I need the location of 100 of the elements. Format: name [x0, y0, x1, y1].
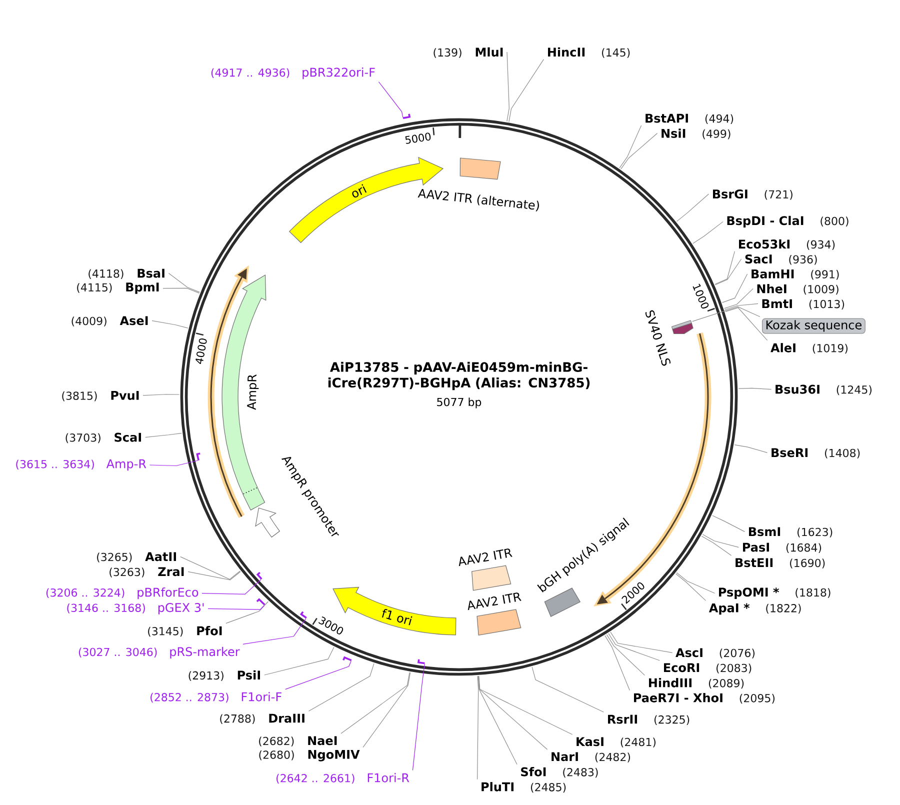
cut-position: (2913)	[188, 671, 224, 681]
primer-mark	[402, 114, 410, 119]
leader-line	[676, 572, 715, 594]
enzyme-name: ZraI	[158, 567, 184, 576]
cut-position: (934)	[806, 240, 835, 250]
primer-mark	[342, 656, 352, 662]
cut-position: (3145)	[148, 626, 183, 637]
enzyme-name: BstEII	[736, 558, 773, 568]
enzyme-name: BsrGI	[713, 189, 748, 199]
cut-position: (1690)	[790, 558, 825, 568]
leader-line	[264, 646, 334, 676]
cut-position: (2485)	[530, 782, 566, 793]
enzyme-name: PsiI	[238, 670, 260, 680]
primer-range: (3206 .. 3224)	[46, 588, 124, 598]
leader-line	[714, 251, 735, 285]
leader-line	[701, 536, 732, 556]
enzyme-name: ApaI *	[708, 603, 750, 615]
primer-name: F1ori-F	[242, 692, 282, 702]
cut-position: (1408)	[824, 448, 860, 458]
enzyme-name: Eco53kI	[739, 239, 790, 249]
primer-range: (4917 .. 4936)	[211, 68, 290, 78]
primer-name: pBRforEco	[138, 587, 198, 600]
cut-position: (1009)	[804, 284, 838, 295]
enzyme-name: NsiI	[662, 128, 686, 138]
leader-line	[619, 125, 642, 168]
feature-label: SV40 NLS	[645, 310, 670, 366]
primer-mark	[196, 452, 200, 461]
leader-line	[692, 306, 760, 322]
cut-position: (2076)	[720, 648, 755, 658]
leader-line	[478, 676, 548, 750]
leader-line	[692, 221, 724, 244]
enzyme-name: BamHI	[752, 270, 794, 278]
enzyme-name: BpmI	[126, 282, 159, 294]
enzyme-name: PspOMI *	[719, 588, 780, 599]
enzyme-name: BspDI - ClaI	[727, 216, 804, 228]
feature-label: AmpR	[247, 374, 259, 410]
primer-name: F1ori-R	[368, 773, 410, 782]
cut-position: (145)	[602, 48, 630, 58]
cut-position: (1818)	[796, 588, 830, 598]
primer-range: (2642 .. 2661)	[276, 774, 354, 784]
leader-line	[142, 394, 180, 396]
leader-line	[610, 632, 673, 653]
feature-tag: Kozak sequence	[762, 318, 866, 334]
cut-position: (4115)	[77, 283, 112, 293]
enzyme-name: AatII	[145, 552, 176, 562]
enzyme-name: Bsu36I	[776, 384, 820, 394]
cut-position: (2089)	[708, 678, 744, 689]
leader-line	[724, 288, 754, 309]
enzyme-name: SacI	[745, 254, 772, 264]
cut-position: (3815)	[62, 391, 97, 402]
cut-position: (800)	[820, 216, 848, 226]
leader-line	[242, 618, 306, 644]
leader-line	[604, 635, 630, 691]
leader-line	[152, 320, 188, 328]
leader-line	[168, 272, 200, 292]
cut-position: (3265)	[97, 552, 132, 562]
leader-line	[738, 388, 772, 390]
enzyme-name: PfoI	[197, 626, 222, 636]
cut-position: (4009)	[72, 316, 106, 326]
leader-line	[478, 676, 573, 735]
primer-range: (3027 .. 3046)	[78, 648, 157, 658]
leader-line	[734, 444, 768, 453]
enzyme-name: RsrII	[608, 714, 638, 724]
leader-line	[675, 573, 706, 601]
cut-position: (2481)	[620, 738, 656, 748]
enzyme-name: EcoRI	[664, 663, 700, 672]
leader-line	[285, 660, 352, 690]
enzyme-name: AseI	[120, 316, 148, 326]
orf-arrow	[208, 265, 249, 518]
enzyme-name: BstAPI	[646, 114, 688, 123]
leader-line	[620, 132, 658, 170]
primer-mark	[418, 659, 425, 664]
leader-line	[180, 556, 240, 580]
cut-position: (2483)	[563, 768, 598, 778]
cut-position: (1684)	[786, 543, 822, 554]
map-title: AiP13785 - pAAV-AiE0459m-minBG-iCre(R297T)-BGHpA (Alias: CN3785)	[328, 362, 590, 390]
enzyme-name: NgoMIV	[308, 750, 360, 762]
cut-position: (139)	[434, 48, 462, 58]
primer-range: (3146 .. 3168)	[67, 604, 145, 614]
leader-line	[532, 666, 604, 712]
enzyme-name: HincII	[548, 47, 585, 57]
leader-line	[724, 303, 758, 310]
primer-name: pGEX 3'	[158, 602, 204, 614]
leader-line	[149, 460, 198, 466]
leader-line	[508, 59, 544, 122]
feature-label: AAV2 ITR	[468, 592, 522, 610]
enzyme-name: NaeI	[308, 736, 337, 746]
leader-line	[676, 194, 709, 222]
leader-line	[308, 663, 374, 712]
cut-position: (499)	[702, 129, 730, 140]
primer-name: pRS-marker	[170, 646, 240, 658]
leader-line	[145, 432, 182, 438]
feature-label: AAV2 ITR	[458, 548, 512, 566]
enzyme-name: PluTI	[482, 782, 514, 792]
leader-line	[725, 307, 768, 341]
enzyme-name: PasI	[743, 542, 769, 552]
cut-position: (3263)	[110, 568, 144, 578]
enzyme-name: MluI	[476, 47, 503, 57]
leader-line	[378, 82, 404, 118]
enzyme-name: KasI	[576, 737, 604, 746]
